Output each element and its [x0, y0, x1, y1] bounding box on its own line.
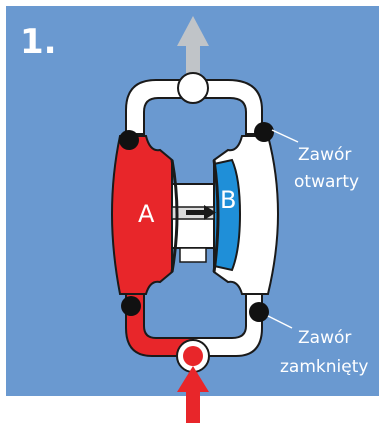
direction-arrow-icon [186, 205, 216, 220]
valve-open-label-1: Zawór [298, 145, 351, 165]
diaphragm-left [170, 159, 179, 273]
leader-line-closed [267, 315, 293, 329]
valve-ball-lower-left [121, 296, 141, 316]
outlet-arrow-icon [177, 16, 209, 74]
chamber-b-label: B [220, 186, 236, 214]
lower-shaft [179, 247, 207, 263]
chamber-a-label: A [138, 200, 155, 228]
inlet-port-core [183, 346, 203, 366]
chamber-a [110, 135, 173, 295]
valve-ball-upper-left [119, 130, 139, 150]
upper-manifold [125, 79, 263, 135]
inlet-arrow-icon [177, 366, 209, 423]
step-number: 1. [20, 22, 57, 62]
valve-ball-lower-right [249, 302, 269, 322]
diaphragm-right [212, 159, 220, 273]
leader-line-open [271, 129, 299, 143]
valve-ball-upper-right [254, 122, 274, 142]
valve-closed-label-1: Zawór [298, 328, 351, 348]
valve-closed-label-2: zamknięty [280, 357, 368, 377]
outlet-port [177, 72, 209, 104]
chamber-b [213, 158, 242, 272]
valve-open-label-2: otwarty [294, 172, 359, 192]
